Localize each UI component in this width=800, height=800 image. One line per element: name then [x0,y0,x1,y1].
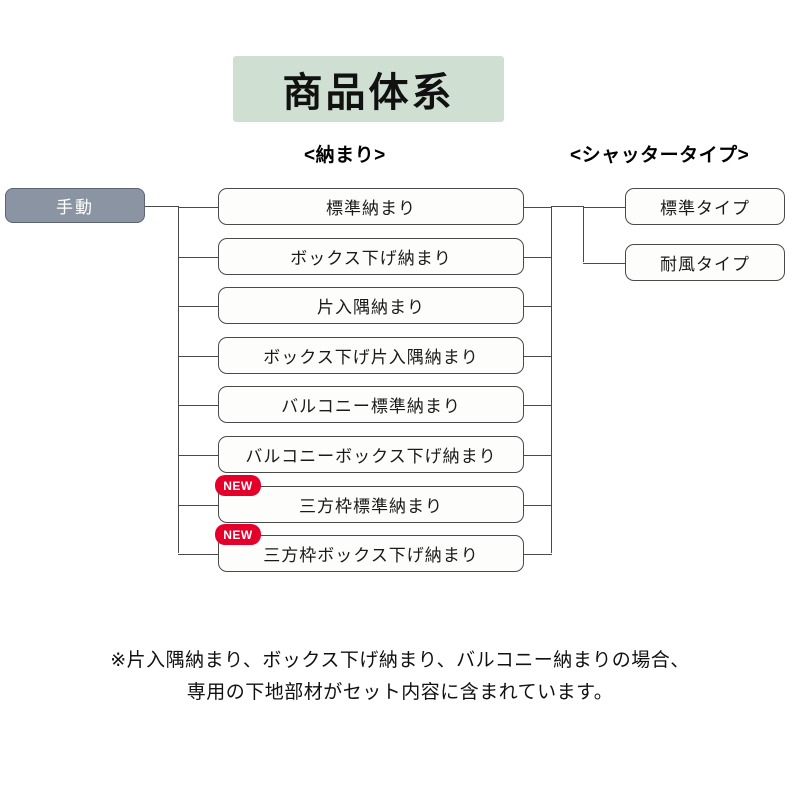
footnote: ※片入隅納まり、ボックス下げ納まり、バルコニー納まりの場合、 専用の下地部材がセ… [0,645,800,709]
connector-branch-left [178,206,219,208]
column-header-nawamari: <納まり> [304,145,386,166]
node-label: 三方枠標準納まり [299,497,443,516]
shutter-type-node-2: 耐風タイプ [625,244,785,281]
connector-branch-left [178,305,219,307]
connector-branch-right [523,404,552,406]
nawamari-node-4: ボックス下げ片入隅納まり [218,337,524,374]
connector-branch-left [178,553,219,555]
shutter-type-node-1: 標準タイプ [625,188,785,225]
node-label: 三方枠ボックス下げ納まり [263,546,479,565]
connector-branch-right [523,553,552,555]
node-label: 片入隅納まり [317,298,425,317]
node-label: バルコニー標準納まり [281,397,461,416]
node-label: ボックス下げ納まり [290,249,452,268]
node-label: バルコニーボックス下げ納まり [245,447,497,466]
connector-branch-right [523,256,552,258]
nawamari-node-7: 三方枠標準納まり [218,486,524,523]
connector-left-trunk [178,206,179,553]
new-badge: NEW [215,524,261,545]
column-header-shutter-type: <シャッタータイプ> [570,145,750,166]
connector-branch-left [178,404,219,406]
connector-branch-shutter [583,206,626,208]
nawamari-node-5: バルコニー標準納まり [218,386,524,423]
root-node-manual: 手動 [5,188,145,223]
connector-to-shutter-branch [551,206,583,207]
connector-branch-right [523,454,552,456]
connector-left-collector-trunk [551,206,552,553]
page-title: 商品体系 [282,71,455,115]
node-label: 標準納まり [326,199,416,218]
footnote-line-1: ※片入隅納まり、ボックス下げ納まり、バルコニー納まりの場合、 [110,650,690,671]
connector-branch-left [178,504,219,506]
connector-branch-left [178,256,219,258]
node-label: ボックス下げ片入隅納まり [263,348,479,367]
connector-branch-left [178,355,219,357]
connector-branch-left [178,454,219,456]
nawamari-node-1: 標準納まり [218,188,524,225]
connector-root-horizontal [145,206,179,207]
nawamari-node-8: 三方枠ボックス下げ納まり [218,535,524,572]
connector-branch-right [523,206,552,208]
connector-branch-right [523,305,552,307]
connector-branch-right [523,355,552,357]
new-badge: NEW [215,475,261,496]
nawamari-node-3: 片入隅納まり [218,287,524,324]
connector-shutter-trunk [583,206,584,262]
nawamari-node-6: バルコニーボックス下げ納まり [218,436,524,473]
node-label: 標準タイプ [660,199,750,218]
connector-branch-shutter [583,262,626,264]
node-label: 耐風タイプ [660,255,750,274]
nawamari-node-2: ボックス下げ納まり [218,238,524,275]
footnote-line-2: 専用の下地部材がセット内容に含まれています。 [186,682,614,703]
title-band [233,56,504,122]
connector-branch-right [523,504,552,506]
